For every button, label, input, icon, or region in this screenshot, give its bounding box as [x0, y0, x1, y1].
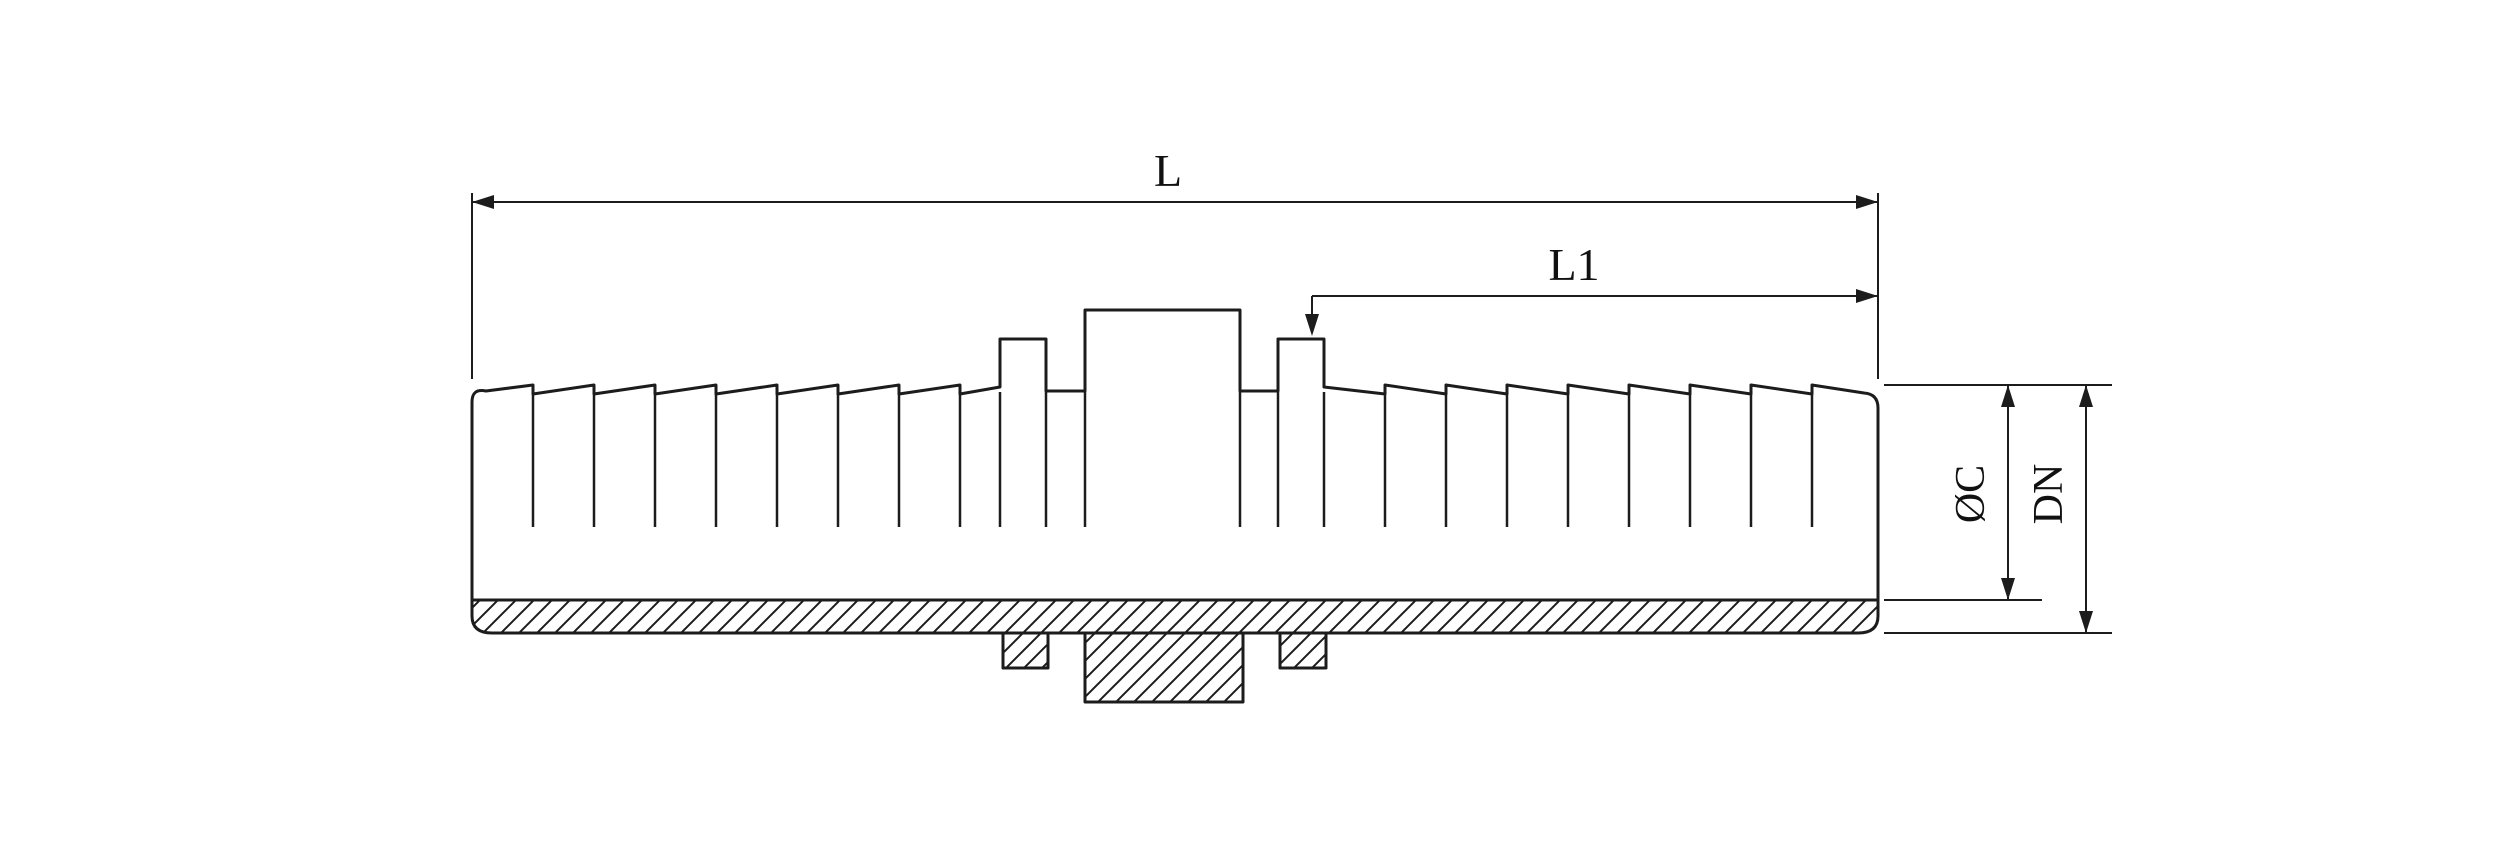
- dimension-label-dn: DN: [2026, 464, 2072, 525]
- dimension-l: L: [471, 145, 1879, 379]
- arrowhead-down: [2001, 578, 2015, 600]
- arrowhead-down: [2079, 611, 2093, 633]
- dimension-label-c: ØC: [1948, 465, 1994, 523]
- fitting-outline: [470, 308, 1880, 602]
- dimension-dn: DN: [1884, 385, 2112, 634]
- collar-lower-section: [1083, 631, 1245, 704]
- dimension-c: ØC: [1884, 384, 2112, 601]
- arrowhead-right: [1856, 289, 1878, 303]
- dimension-label-l: L: [1154, 145, 1182, 196]
- section-wall-hatch: [470, 598, 1880, 635]
- arrowhead-down: [1305, 314, 1319, 336]
- fitting-body: [470, 308, 1880, 704]
- arrowhead-right: [1856, 195, 1878, 209]
- arrowhead-left: [472, 195, 494, 209]
- barb-serration-lines: [531, 388, 1814, 527]
- collar-lower-step-left: [1001, 631, 1050, 670]
- arrowhead-up: [2001, 385, 2015, 407]
- dimension-label-l1: L1: [1548, 239, 1599, 290]
- dimension-l1: L1: [1305, 239, 1878, 336]
- arrowhead-up: [2079, 385, 2093, 407]
- collar-lower-step-right: [1278, 631, 1328, 670]
